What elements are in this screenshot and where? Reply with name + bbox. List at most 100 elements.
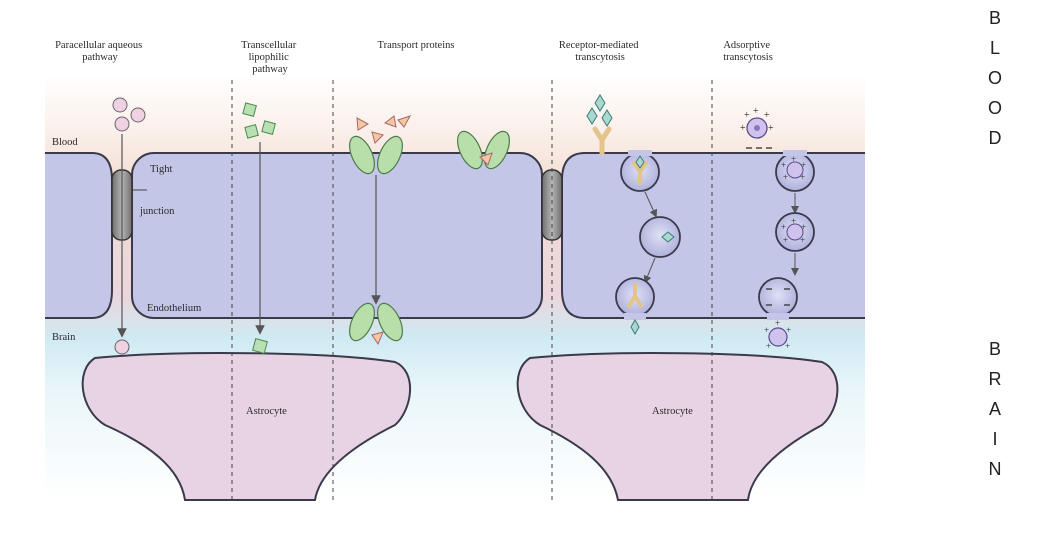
pathway-separators <box>231 80 713 500</box>
label-brain: Brain <box>52 332 76 343</box>
paracellular-particle <box>112 97 128 113</box>
side-word-brain: B R A I N <box>989 339 1002 479</box>
svg-text:+: + <box>781 160 786 170</box>
plus-charge-icon: + + + + + <box>764 318 791 351</box>
transport-vesicle <box>639 216 681 258</box>
svg-text:+: + <box>775 318 780 328</box>
label-blood: Blood <box>52 137 78 148</box>
label-endothelium: Endothelium <box>147 303 201 314</box>
side-letter: D <box>989 128 1002 148</box>
svg-text:+: + <box>766 341 771 351</box>
svg-text:+: + <box>800 235 805 245</box>
side-letter: B <box>989 8 1001 28</box>
label-tight-junction: Tight junction <box>139 164 175 217</box>
ligand-diamond <box>635 155 645 169</box>
side-letter: O <box>988 68 1002 88</box>
adsorptive-transcytosis: +++ ++ +++ ++ +++ ++ +++ <box>740 106 815 351</box>
svg-text:+: + <box>785 341 790 351</box>
endothelial-cell-left-edge <box>45 152 113 319</box>
substrate-triangle <box>397 115 412 128</box>
svg-text:+: + <box>791 154 796 164</box>
cationic-particle-brain <box>768 327 788 347</box>
lipophilic-particle-brain <box>252 338 268 354</box>
svg-text:+: + <box>786 325 791 335</box>
svg-text:+: + <box>744 110 750 121</box>
header-transport-proteins: Transport proteins <box>378 40 455 51</box>
transporter-icon <box>349 302 375 342</box>
receptor-y-icon <box>632 161 648 185</box>
transport-proteins <box>349 115 510 346</box>
svg-text:+: + <box>783 172 788 182</box>
vesicle-opening <box>767 313 789 320</box>
transcellular-pathway <box>242 102 276 354</box>
svg-text:+: + <box>801 160 806 170</box>
side-letter: R <box>989 369 1002 389</box>
label-astrocyte-right: Astrocyte <box>652 406 693 417</box>
paracellular-particle <box>130 107 146 123</box>
receptor-y-icon <box>592 126 612 156</box>
svg-text:+: + <box>783 235 788 245</box>
side-letter: A <box>989 399 1001 419</box>
svg-text:+: + <box>764 325 769 335</box>
cationic-particle <box>786 223 804 241</box>
ligand-diamond <box>594 94 606 112</box>
svg-text:+: + <box>791 216 796 226</box>
lipophilic-particle <box>244 124 259 139</box>
vesicle-opening <box>628 150 652 156</box>
svg-text:+: + <box>753 106 759 117</box>
receptor-arrow <box>643 257 656 284</box>
substrate-triangle <box>383 115 397 128</box>
adsorptive-vesicle <box>758 277 798 317</box>
lipophilic-particle <box>261 120 276 135</box>
vesicle-opening <box>783 150 807 156</box>
astrocyte-right-shape <box>516 352 839 501</box>
header-receptor-mediated: Receptor-mediated transcytosis <box>559 40 641 63</box>
header-adsorptive: Adsorptive transcytosis <box>723 40 773 63</box>
vesicle-opening <box>624 313 646 320</box>
plus-charge-icon: +++ ++ <box>740 106 774 134</box>
lipophilic-particle <box>242 102 257 117</box>
substrate-triangle <box>356 117 370 131</box>
svg-text:+: + <box>800 172 805 182</box>
transporter-icon <box>484 130 510 170</box>
side-letter: L <box>990 38 1000 58</box>
receptor-y-icon <box>627 283 643 308</box>
svg-text:+: + <box>764 110 770 121</box>
header-paracellular: Paracellular aqueous pathway <box>55 40 145 63</box>
ligand-diamond <box>601 109 613 127</box>
receptor-arrow <box>644 191 657 218</box>
paracellular-particle-brain <box>114 339 130 355</box>
particle-core <box>754 125 760 131</box>
svg-text:+: + <box>781 222 786 232</box>
tight-junction-right <box>541 169 563 241</box>
header-transcellular: Transcellular lipophilic pathway <box>241 40 299 75</box>
side-letter: I <box>992 429 997 449</box>
paracellular-pathway <box>112 97 146 355</box>
label-astrocyte-left: Astrocyte <box>246 406 287 417</box>
plus-charge-icon: +++ ++ <box>781 216 806 245</box>
side-word-blood: B L O O D <box>988 8 1002 148</box>
svg-text:+: + <box>801 222 806 232</box>
ligand-diamond <box>586 107 598 125</box>
side-letter: O <box>988 98 1002 118</box>
transporter-icon <box>349 135 375 175</box>
astrocyte-left-shape <box>81 352 411 501</box>
transporter-icon <box>377 135 403 175</box>
svg-text:+: + <box>768 123 774 134</box>
substrate-triangle <box>479 152 493 166</box>
transporter-icon <box>457 130 483 170</box>
plus-charge-icon: +++ ++ <box>781 154 806 182</box>
ligand-diamond <box>661 231 675 243</box>
paracellular-particle <box>114 116 130 132</box>
side-letter: N <box>989 459 1002 479</box>
substrate-triangle <box>371 131 384 144</box>
cationic-particle <box>786 161 804 179</box>
ligand-diamond <box>630 318 640 336</box>
endothelial-cell-center <box>131 152 543 319</box>
endothelial-cell-right <box>561 152 865 319</box>
side-letter: B <box>989 339 1001 359</box>
substrate-triangle <box>371 331 384 346</box>
svg-text:+: + <box>740 123 746 134</box>
